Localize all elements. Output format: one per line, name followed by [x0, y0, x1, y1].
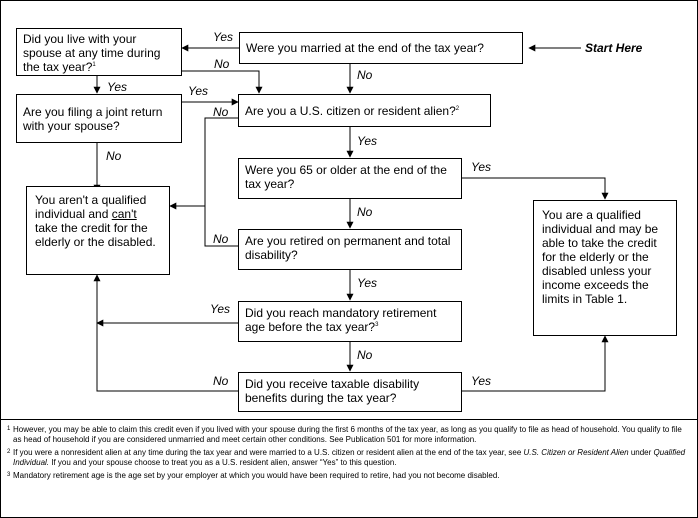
label-yes-age65: Yes	[471, 160, 492, 174]
label-no-mandatory: No	[357, 348, 373, 362]
label-yes-mandatory: Yes	[210, 302, 231, 316]
footnote-3-mark: 3	[7, 472, 11, 478]
footnote-2-text-b: under	[628, 448, 654, 457]
footnote-ref-1: 1	[92, 62, 96, 68]
label-yes-citizen: Yes	[357, 134, 378, 148]
result-not-qualified: You aren't a qualified individual and ca…	[26, 186, 170, 275]
result-qualified-text: You are a qualified individual and may b…	[542, 208, 659, 306]
footnote-2-text-a: If you were a nonresident alien at any t…	[13, 448, 524, 457]
footnote-2-text-c: If you and your spouse choose to treat y…	[49, 458, 397, 467]
flowchart-connectors	[93, 44, 609, 392]
question-age-65: Were you 65 or older at the end of the t…	[238, 158, 462, 199]
footnote-2-ref-qualified: Qualified Individual.	[13, 448, 686, 467]
label-no-retired: No	[213, 232, 229, 246]
footnote-2-mark: 2	[7, 449, 11, 455]
label-no-married: No	[357, 68, 373, 82]
footnote-3: 3 Mandatory retirement age is the age se…	[7, 471, 691, 481]
label-yes-joint: Yes	[188, 84, 209, 98]
question-benefits-text: Did you receive taxable disability benef…	[245, 377, 420, 405]
result-not-qualified-cant: can't	[111, 207, 137, 221]
label-no-benefits: No	[213, 374, 229, 388]
footnote-3-text: Mandatory retirement age is the age set …	[13, 471, 500, 480]
arrow-age65-yes-to-qualified	[462, 177, 609, 200]
result-qualified: You are a qualified individual and may b…	[533, 200, 677, 336]
label-no-age65: No	[357, 205, 373, 219]
result-not-qualified-text-pre: You aren't a qualified individual and	[35, 193, 147, 221]
question-lived-text: Did you live with your spouse at any tim…	[23, 32, 161, 74]
arrow-citizen-no-to-notqualified	[169, 117, 238, 210]
label-yes-lived: Yes	[107, 80, 128, 94]
footnote-2: 2 If you were a nonresident alien at any…	[7, 448, 691, 468]
footnotes: 1 However, you may be able to claim this…	[1, 419, 697, 484]
question-disability-benefits: Did you receive taxable disability benef…	[238, 372, 462, 412]
arrow-benefits-no-to-notqualified	[93, 274, 238, 392]
footnote-1: 1 However, you may be able to claim this…	[7, 425, 691, 445]
label-yes-married: Yes	[213, 30, 234, 44]
question-age65-text: Were you 65 or older at the end of the t…	[245, 163, 447, 191]
question-retired-text: Are you retired on permanent and total d…	[245, 234, 451, 262]
question-citizen-text: Are you a U.S. citizen or resident alien…	[245, 104, 456, 118]
footnote-ref-3: 3	[375, 322, 379, 328]
question-lived-with-spouse: Did you live with your spouse at any tim…	[16, 28, 182, 76]
footnote-ref-2: 2	[455, 106, 460, 112]
footnote-1-text: However, you may be able to claim this c…	[13, 425, 682, 444]
result-not-qualified-text-post: take the credit for the elderly or the d…	[35, 221, 156, 249]
footnote-1-mark: 1	[7, 426, 11, 432]
arrow-lived-no-to-citizen	[182, 70, 263, 94]
question-mandatory-retirement: Did you reach mandatory retirement age b…	[238, 301, 462, 342]
label-yes-retired: Yes	[357, 276, 378, 290]
footnote-2-ref-citizen: U.S. Citizen or Resident Alien	[523, 448, 629, 457]
question-joint-return: Are you filing a joint return with your …	[16, 94, 182, 143]
question-married-text: Were you married at the end of the tax y…	[246, 41, 484, 55]
question-citizen: Are you a U.S. citizen or resident alien…	[238, 94, 491, 127]
question-retired-disability: Are you retired on permanent and total d…	[238, 229, 462, 270]
label-yes-benefits: Yes	[471, 374, 492, 388]
arrow-retired-no-to-notqualified	[204, 206, 238, 247]
label-no-lived: No	[214, 57, 230, 71]
label-no-joint: No	[106, 149, 122, 163]
question-mandatory-text: Did you reach mandatory retirement age b…	[245, 306, 437, 334]
question-joint-text: Are you filing a joint return with your …	[23, 105, 163, 133]
arrow-benefits-yes-to-qualified	[462, 335, 609, 392]
start-here-label: Start Here	[585, 41, 643, 55]
question-married: Were you married at the end of the tax y…	[239, 32, 523, 64]
label-no-citizen: No	[213, 105, 229, 119]
